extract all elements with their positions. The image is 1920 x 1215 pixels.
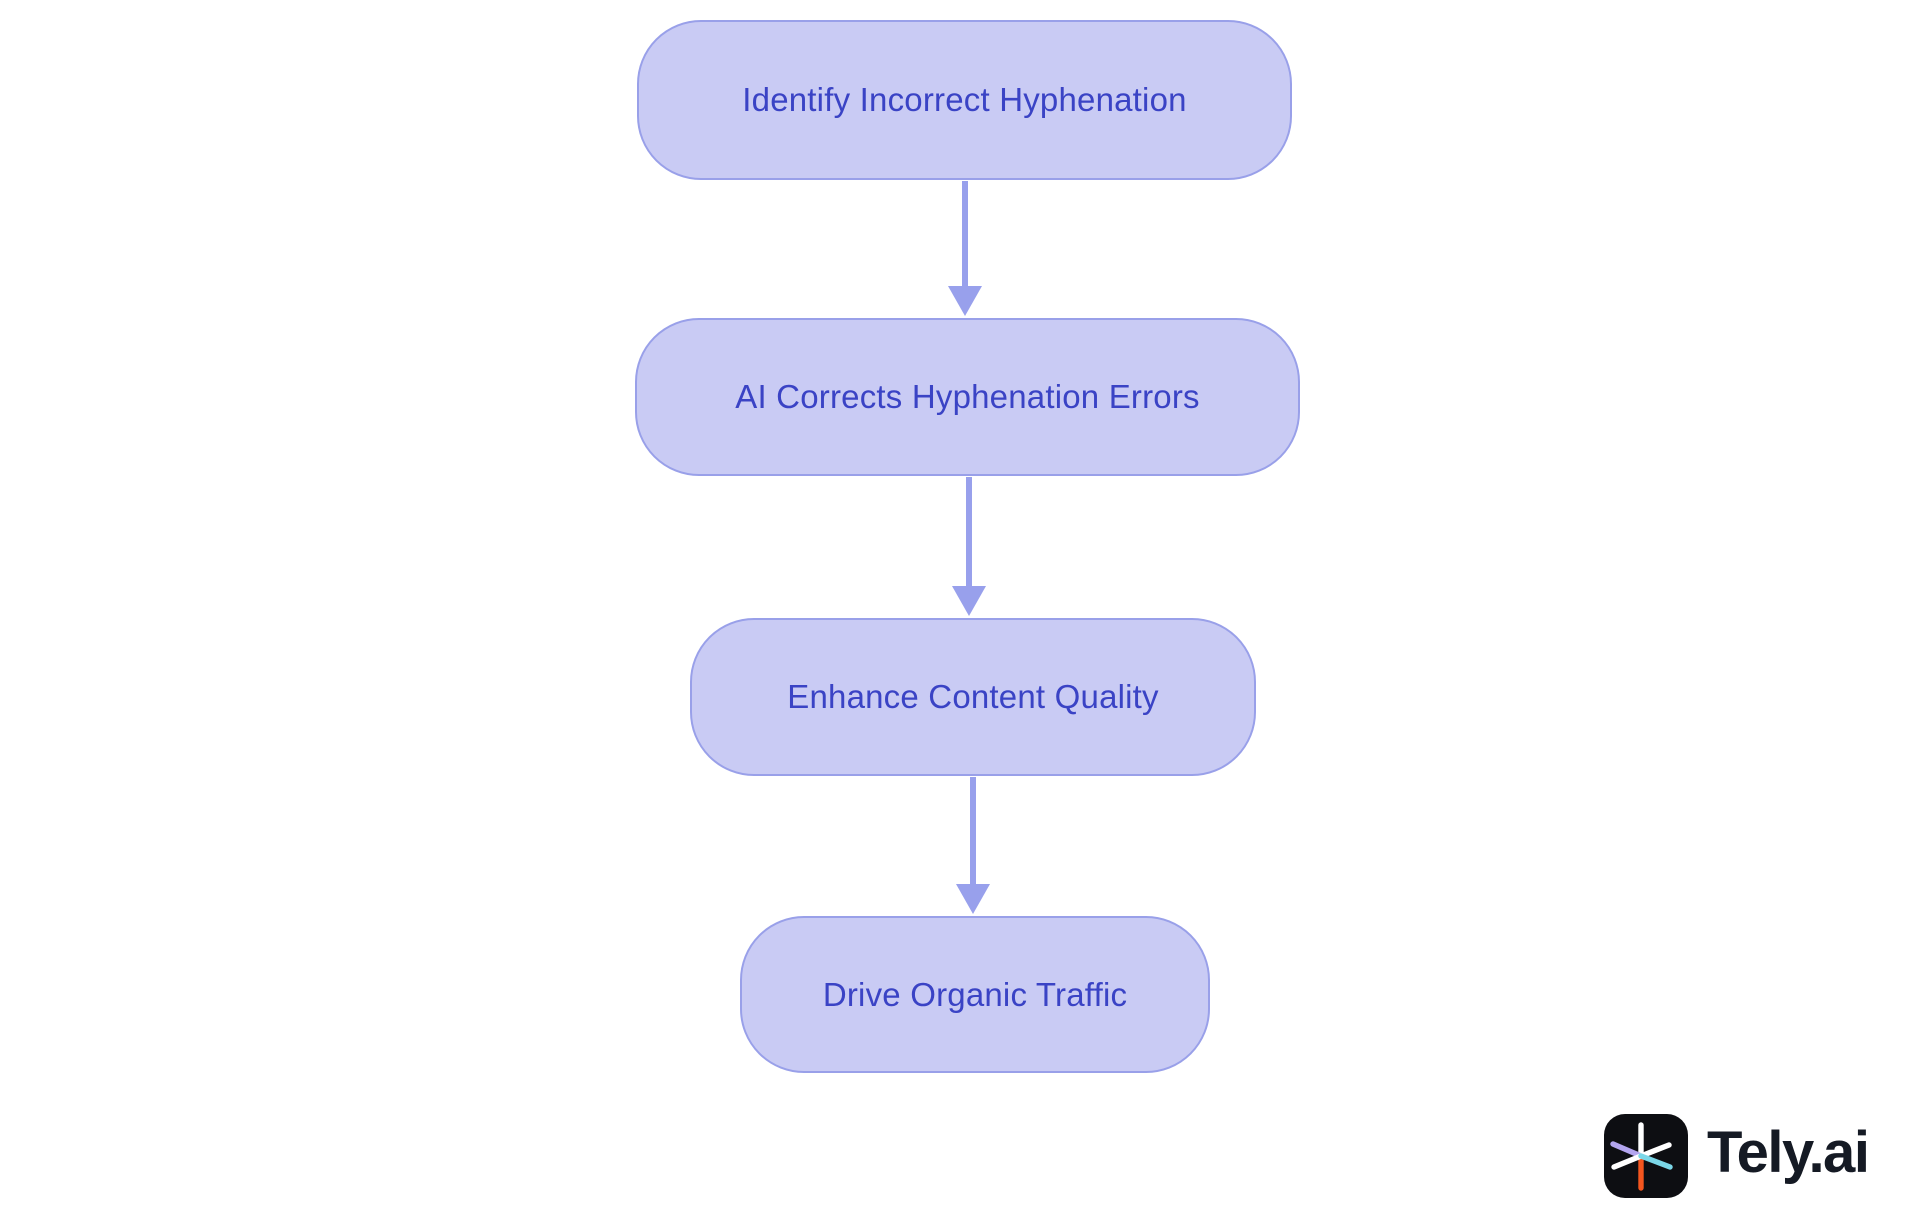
arrow-head-icon: [948, 286, 982, 316]
arrow-line: [962, 181, 968, 286]
arrow-line: [970, 777, 976, 884]
arrow-head-icon: [952, 586, 986, 616]
flow-node-label: AI Corrects Hyphenation Errors: [735, 378, 1200, 415]
flow-arrow-3: [956, 777, 990, 914]
tely-logo-icon: [1604, 1114, 1688, 1198]
brand-logo: Tely.ai: [1604, 1114, 1870, 1198]
flow-node-ai-corrects-hyphenation-errors: AI Corrects Hyphenation Errors: [635, 318, 1300, 476]
flow-node-label: Identify Incorrect Hyphenation: [742, 81, 1187, 118]
asterisk-spark-icon: [1610, 1122, 1673, 1191]
arrow-head-icon: [956, 884, 990, 914]
flow-node-enhance-content-quality: Enhance Content Quality: [690, 618, 1256, 776]
flow-arrow-1: [948, 181, 982, 316]
flow-node-identify-incorrect-hyphenation: Identify Incorrect Hyphenation: [637, 20, 1292, 180]
flow-node-drive-organic-traffic: Drive Organic Traffic: [740, 916, 1210, 1073]
flow-node-label: Enhance Content Quality: [787, 678, 1159, 715]
flow-arrow-2: [952, 477, 986, 616]
arrow-line: [966, 477, 972, 586]
flow-node-label: Drive Organic Traffic: [822, 975, 1128, 1013]
brand-logo-text: Tely.ai: [1707, 1120, 1870, 1185]
